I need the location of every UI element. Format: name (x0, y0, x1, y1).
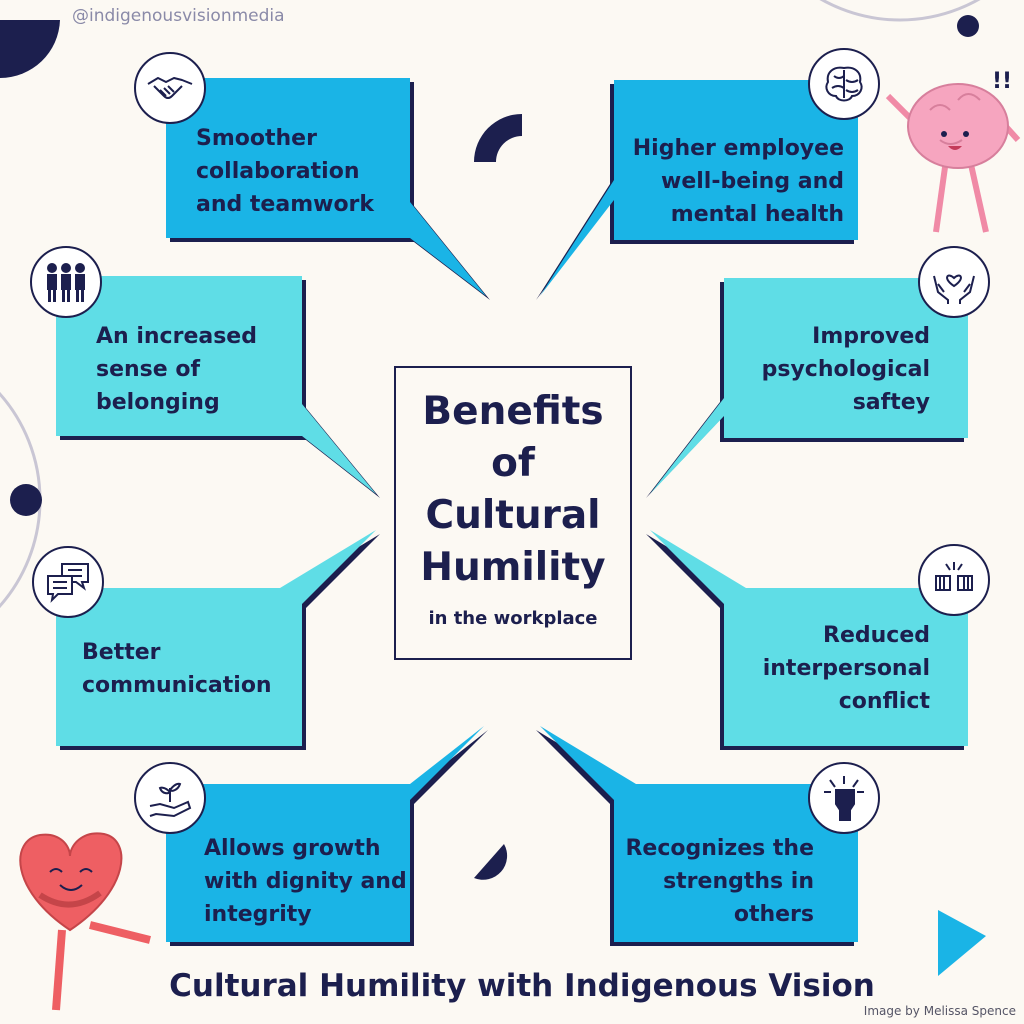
deco-quarter-circle (0, 20, 60, 79)
fist-bump-icon (918, 544, 990, 616)
chat-bubbles-icon (32, 546, 104, 618)
benefit-text-wellbeing: Higher employee well-being and mental he… (632, 136, 844, 227)
social-handle: @indigenousvisionmedia (72, 6, 285, 26)
plant-hand-icon (134, 762, 206, 834)
benefit-text-psych-safety: Improved psychological saftey (761, 324, 930, 415)
group-icon (30, 246, 102, 318)
bubble-6 (650, 530, 968, 746)
benefit-text-belonging: An increased sense of belonging (96, 324, 257, 415)
benefit-text-growth: Allows growth with dignity and integrity (204, 836, 407, 927)
bubble-5 (56, 530, 376, 746)
raised-fist-icon (808, 762, 880, 834)
image-credit: Image by Melissa Spence (863, 1004, 1016, 1018)
center-title-box: Benefits of Cultural Humility in the wor… (394, 366, 632, 660)
benefit-text-communication: Better communication (82, 640, 272, 698)
benefit-text-conflict: Reduced interpersonal conflict (762, 623, 930, 714)
bubble-1 (166, 78, 486, 296)
bubble-8 (540, 726, 858, 942)
deco-arc-top-right (819, 0, 981, 22)
deco-arc-shape (474, 114, 522, 162)
bubble-2 (540, 80, 858, 296)
deco-dot (957, 15, 979, 37)
footer-title: Cultural Humility with Indigenous Vision (169, 968, 875, 1004)
svg-text:!!: !! (992, 69, 1012, 94)
center-title: Benefits of Cultural Humility (420, 389, 606, 590)
heart-hands-icon (918, 246, 990, 318)
bubble-7 (166, 726, 484, 942)
brain-icon (808, 48, 880, 120)
deco-dot (10, 484, 42, 516)
bubble-3 (56, 276, 376, 494)
deco-cyan-wedge (938, 910, 986, 976)
center-subtitle: in the workplace (428, 608, 598, 629)
handshake-icon (134, 52, 206, 124)
heart-mascot-illustration (19, 832, 151, 1011)
benefit-text-strengths: Recognizes the strengths in others (625, 836, 814, 927)
brain-mascot-illustration: !! (885, 69, 1021, 233)
benefit-text-collaboration: Smoother collaboration and teamwork (196, 126, 375, 217)
bubble-4 (650, 278, 968, 494)
deco-half-moon (474, 844, 508, 880)
